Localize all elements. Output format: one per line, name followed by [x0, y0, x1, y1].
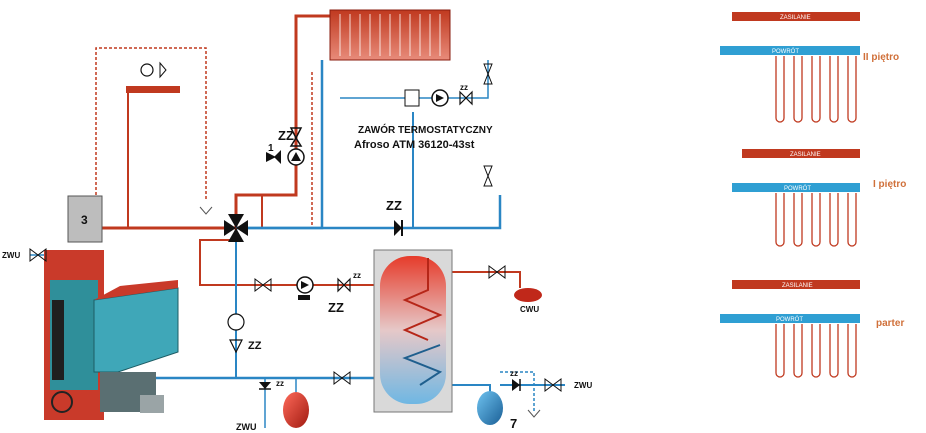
expansion-vessel-blue — [477, 391, 503, 425]
supply-label: ZASILANIE — [782, 283, 813, 289]
manifold-i-pietro: ZASILANIE POWRÓT I piętro — [732, 149, 906, 247]
expansion-vessel-red — [283, 392, 309, 428]
valve-model: Afroso ATM 36120-43st — [354, 139, 475, 151]
components — [29, 61, 562, 428]
zwu-label: ZWU — [2, 251, 20, 260]
schematic-labels: ZAWÓR TERMOSTATYCZNY Afroso ATM 36120-43… — [2, 83, 592, 432]
safety-line — [95, 47, 207, 210]
floor-loops — [775, 56, 857, 123]
tank-coil-bottom — [402, 344, 443, 386]
pressure-gauge-icon — [140, 63, 154, 77]
supply-bar — [732, 12, 860, 21]
drain-icon — [527, 409, 541, 418]
return-label: POWRÓT — [772, 48, 799, 55]
zz-label: ZZ — [328, 300, 344, 315]
expansion-header — [126, 86, 180, 93]
zz-small-label: zz — [460, 83, 468, 92]
hot-pipe — [234, 14, 338, 228]
cold-pipe — [236, 195, 502, 230]
floor-label: II piętro — [863, 52, 899, 63]
supply-label: ZASILANIE — [790, 152, 821, 158]
return-bar — [720, 46, 860, 55]
floor-loops — [775, 193, 857, 247]
supply-bar — [732, 280, 860, 289]
manifold-parter: ZASILANIE POWRÓT parter — [720, 280, 904, 378]
floor-loops — [775, 324, 857, 378]
boiler-number: 3 — [81, 213, 88, 227]
supply-bar — [742, 149, 860, 158]
zz-label: ZZ — [248, 340, 262, 352]
return-label: POWRÓT — [776, 316, 803, 323]
check-valve-icon — [394, 220, 402, 236]
floor-label: I piętro — [873, 179, 906, 190]
tank-number: 7 — [510, 416, 517, 431]
thermostatic-valve-icon[interactable] — [404, 89, 420, 107]
return-label: POWRÓT — [784, 185, 811, 192]
return-bar — [720, 314, 860, 323]
return-bar — [732, 183, 860, 192]
valve-title: ZAWÓR TERMOSTATYCZNY — [358, 123, 493, 136]
drain-icon — [199, 206, 213, 215]
check-valve-icon — [289, 127, 303, 140]
radiator — [329, 9, 451, 61]
hot-pipe — [452, 271, 521, 288]
zwu-label: ZWU — [236, 422, 257, 432]
floor-label: parter — [876, 318, 904, 329]
boiler-module-3 — [67, 195, 103, 243]
manifold-ii-pietro: ZASILANIE POWRÓT II piętro — [720, 12, 899, 123]
dotted-line — [500, 371, 535, 412]
cold-pipe — [236, 60, 324, 230]
zz-small-label: zz — [510, 369, 518, 378]
cwu-label: CWU — [520, 305, 539, 314]
zwu-label: ZWU — [574, 381, 592, 390]
zz-label: ZZ — [278, 128, 294, 143]
tank-coil-top — [402, 258, 443, 341]
supply-label: ZASILANIE — [780, 15, 811, 21]
zz-label: ZZ — [386, 198, 402, 213]
pump-number: 1 — [268, 143, 274, 154]
filter-icon — [227, 313, 245, 331]
cwu-outlet-icon — [514, 288, 542, 302]
boiler — [44, 195, 179, 420]
hot-water-tank — [373, 249, 453, 413]
zz-small-label: zz — [353, 271, 361, 280]
zz-small-label: zz — [276, 379, 284, 388]
mixing-valve-icon[interactable] — [224, 214, 248, 242]
